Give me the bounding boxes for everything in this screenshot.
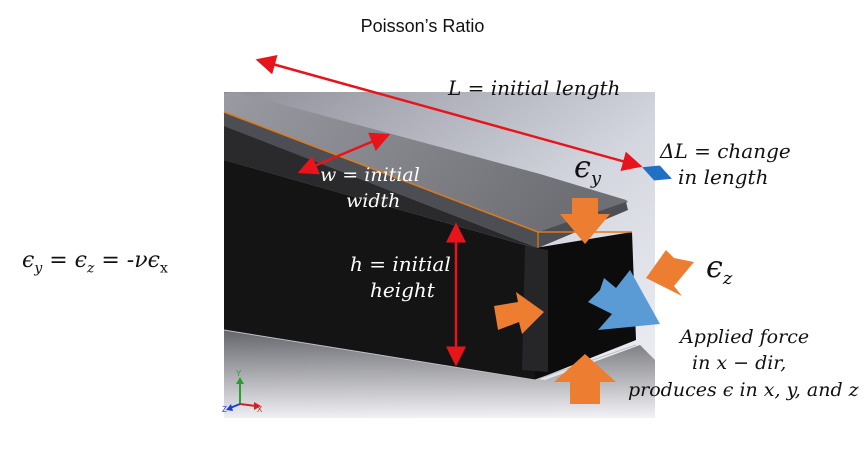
epsilon-z-subscript: z xyxy=(722,268,733,289)
force-label-line3: produces ϵ in x, y, and z xyxy=(628,379,859,401)
length-label: L = initial length xyxy=(448,76,621,100)
axis-triad: Y X Z xyxy=(222,369,263,414)
height-label-line2: height xyxy=(370,278,435,302)
equation-rhs: = -νϵ xyxy=(94,248,160,273)
equation-eq1: = ϵ xyxy=(42,248,87,273)
force-label-line1: Applied force xyxy=(680,326,810,348)
width-arrow xyxy=(297,132,391,175)
epsilon-z-label: ϵz xyxy=(706,250,732,289)
strain-arrow-right xyxy=(646,250,694,296)
delta-length-label-line1: ΔL = change xyxy=(660,139,791,163)
width-label-line2: width xyxy=(346,190,401,212)
width-label-line1: w = initial xyxy=(320,164,420,186)
delta-length-label-line2: in length xyxy=(678,165,769,189)
strain-arrow-top xyxy=(560,198,610,244)
epsilon-y-label: ϵy xyxy=(574,150,601,189)
epsilon-y-subscript: y xyxy=(590,168,601,189)
epsilon-y-symbol: ϵ xyxy=(574,150,591,185)
equation-rhs-sub: x xyxy=(159,260,168,277)
length-arrow xyxy=(255,55,643,171)
applied-force-arrow xyxy=(588,270,660,330)
axis-label-x: X xyxy=(257,405,263,414)
strain-arrow-bottom xyxy=(554,354,616,404)
strain-arrow-left xyxy=(494,292,544,334)
beam-bottom-edge xyxy=(223,329,637,381)
axis-label-z: Z xyxy=(222,405,227,414)
floor-shadow xyxy=(224,330,655,418)
delta-length-arrow xyxy=(642,165,672,181)
beam-end-face xyxy=(535,232,636,380)
height-label-line1: h = initial xyxy=(350,252,451,276)
equation-lhs-sub: y xyxy=(34,260,43,277)
equation-lhs: ϵ xyxy=(22,248,35,273)
epsilon-z-symbol: ϵ xyxy=(706,250,723,285)
axis-label-y: Y xyxy=(236,369,242,378)
page-title: Poisson’s Ratio xyxy=(360,16,485,36)
equation-mid-sub: z xyxy=(87,260,95,277)
poisson-equation: ϵy = ϵz = -νϵx xyxy=(22,248,168,276)
force-label-line2: in x − dir, xyxy=(692,352,787,374)
